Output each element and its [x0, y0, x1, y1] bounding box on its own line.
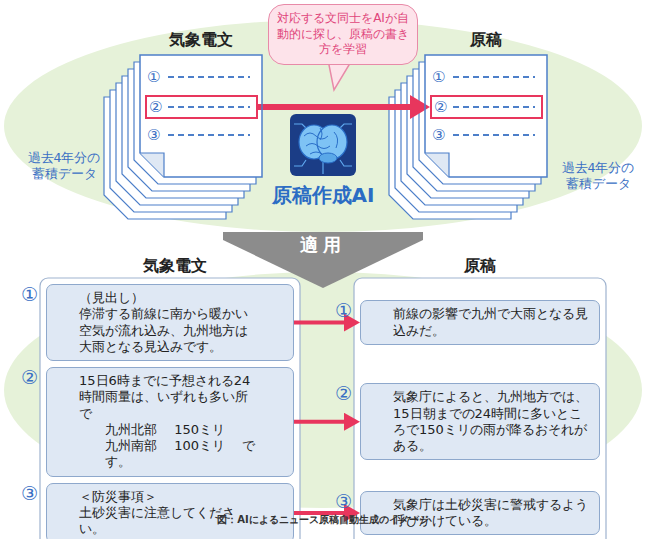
circled-number: ② [149, 98, 162, 116]
box-text: ＜防災事項＞ [79, 489, 257, 505]
circled-number: ② [434, 98, 447, 116]
circled-number: ③ [147, 126, 160, 144]
telegram-box: ③＜防災事項＞土砂災害に注意してください。 [46, 483, 294, 539]
paper-stack [389, 55, 547, 219]
paper-stack [104, 55, 262, 219]
box-text: 前線の影響で九州で大雨となる見込みだ。 [393, 306, 591, 339]
telegram-box: ①（見出し）停滞する前線に南から暖かい空気が流れ込み、九州地方は大雨となる見込み… [46, 284, 294, 361]
text-dash [168, 134, 250, 136]
paper-fill [140, 55, 262, 177]
box-text: （見出し） [79, 290, 257, 306]
box-text: 停滞する前線に南から暖かい空気が流れ込み、九州地方は大雨となる見込みです。 [79, 306, 257, 355]
circled-number: ① [21, 283, 38, 305]
circled-number: ③ [21, 482, 38, 504]
telegram-box: ②15日6時までに予想される24時間雨量は、いずれも多い所で九州北部 150ミリ… [46, 367, 294, 477]
highlight-line: ② [145, 95, 258, 119]
circled-number: ③ [432, 126, 445, 144]
column-frame [354, 278, 606, 539]
bubble-text: 対応する文同士をAIが自動的に探し、原稿の書き方を学習 [277, 11, 409, 58]
apply-label: 適用 [223, 232, 423, 256]
manuscript-box: ①前線の影響で九州で大雨となる見込みだ。 [360, 300, 600, 345]
data-note: 過去4年分の蓄積データ [560, 160, 636, 193]
circled-number: ② [21, 366, 38, 388]
figure-caption: 図：AIによるニュース原稿自動生成のイメージ [0, 513, 646, 527]
text-dash [453, 134, 535, 136]
apply-arrow: 適用 [223, 232, 423, 288]
text-dash [168, 106, 250, 108]
circled-number: ① [147, 68, 160, 86]
ai-label: 原稿作成AI [243, 182, 403, 209]
box-text: 九州南部 100ミリ です。 [79, 438, 257, 471]
circled-number: ③ [335, 490, 352, 512]
text-dash [453, 76, 535, 78]
circled-number: ① [335, 299, 352, 321]
text-dash [168, 76, 250, 78]
column-frame [40, 278, 300, 539]
document-heading: 気象電文 [130, 30, 272, 51]
column-heading: 原稿 [420, 256, 540, 277]
box-text: 九州北部 150ミリ [79, 422, 257, 438]
circled-number: ② [335, 382, 352, 404]
document-icon: 気象電文①③② [140, 55, 262, 177]
document-icon: 原稿①③② [425, 55, 547, 177]
text-dash [453, 106, 535, 108]
manuscript-box: ②気象庁によると、九州地方では、15日朝までの24時間に多いところで150ミリの… [360, 383, 600, 460]
box-text: 気象庁によると、九州地方では、15日朝までの24時間に多いところで150ミリの雨… [393, 389, 591, 454]
document-heading: 原稿 [415, 30, 557, 51]
circled-number: ① [432, 68, 445, 86]
box-text: 15日6時までに予想される24時間雨量は、いずれも多い所で [79, 373, 257, 422]
paper-fill [425, 55, 547, 177]
highlight-line: ② [430, 95, 543, 119]
flow-arrow [294, 420, 348, 424]
speech-bubble: 対応する文同士をAIが自動的に探し、原稿の書き方を学習 [268, 4, 418, 65]
data-note: 過去4年分の蓄積データ [26, 150, 102, 183]
flow-arrow [258, 104, 414, 110]
brain-icon [290, 114, 356, 176]
manuscript-box: ③気象庁は土砂災害に警戒するよう呼びかけている。 [360, 491, 600, 536]
column-heading: 気象電文 [110, 256, 240, 277]
